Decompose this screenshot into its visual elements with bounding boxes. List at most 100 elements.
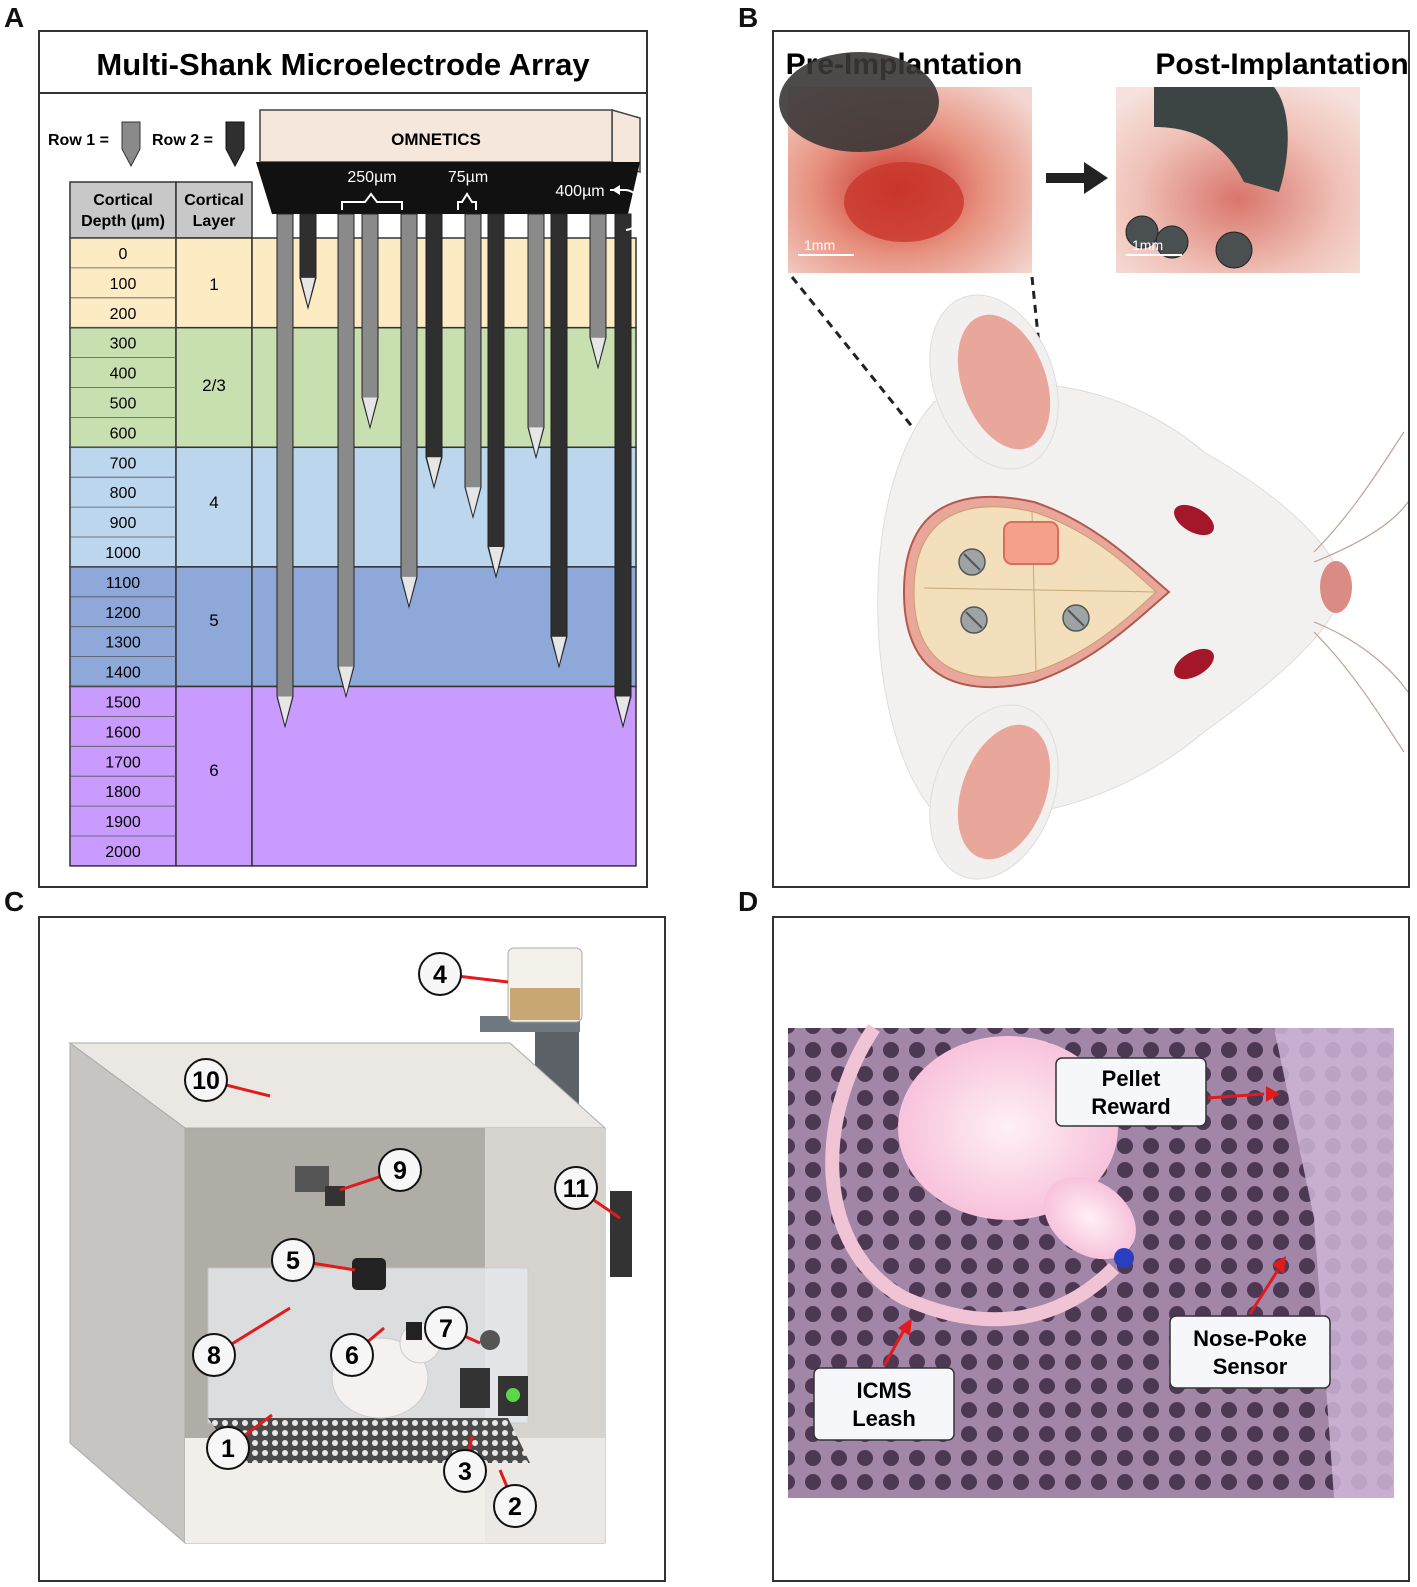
rat-head-diagram: Pre-Implantation Post-Implantation 1mm 1… bbox=[779, 48, 1409, 880]
row2-legend-label: Row 2 = bbox=[152, 132, 213, 149]
callout-number: 4 bbox=[433, 961, 447, 989]
callout-number: 3 bbox=[458, 1458, 472, 1486]
callout-number: 5 bbox=[286, 1247, 300, 1275]
callout-number: 6 bbox=[345, 1342, 359, 1370]
shank-row1 bbox=[527, 213, 545, 460]
layer-band bbox=[175, 446, 253, 568]
shank-tip bbox=[489, 547, 503, 575]
pre-implantation-photo: 1mm bbox=[779, 52, 1032, 273]
depth-cell: 1100 bbox=[106, 575, 141, 592]
transition-arrow bbox=[1046, 162, 1108, 194]
callout-number: 11 bbox=[563, 1175, 590, 1203]
depth-cell: 1700 bbox=[105, 754, 141, 771]
callout-circle bbox=[192, 1333, 236, 1377]
dim-75-label: 75µm bbox=[448, 169, 488, 186]
callout-circle bbox=[184, 1058, 228, 1102]
label-pellet-reward: Pellet Reward bbox=[1055, 1057, 1280, 1127]
shank-row2 bbox=[550, 213, 568, 669]
layer-band bbox=[251, 685, 637, 867]
shank-row1 bbox=[589, 213, 607, 370]
callout-number: 2 bbox=[508, 1493, 522, 1521]
layer-band bbox=[251, 237, 637, 329]
layer-label-4: 4 bbox=[209, 493, 218, 512]
layer-band bbox=[251, 446, 637, 568]
shank-tip bbox=[466, 487, 480, 516]
shank-tip bbox=[616, 696, 630, 725]
depth-cell: 1900 bbox=[105, 814, 141, 831]
nose-label-line1: Nose-Poke bbox=[1193, 1326, 1307, 1351]
depth-cell: 1800 bbox=[105, 784, 141, 801]
row1-legend-label: Row 1 = bbox=[48, 132, 109, 149]
callout-circle bbox=[418, 952, 462, 996]
layer-label-1: 1 bbox=[209, 275, 218, 294]
depth-cell: 300 bbox=[110, 336, 137, 353]
rat-head-illustration bbox=[877, 294, 1409, 880]
callout-number: 1 bbox=[221, 1435, 235, 1463]
post-implantation-title: Post-Implantation bbox=[1155, 48, 1408, 81]
callout-circle bbox=[493, 1484, 537, 1528]
depth-cell: 200 bbox=[110, 306, 137, 323]
shank-tip bbox=[552, 636, 566, 665]
depth-cell: 2000 bbox=[105, 844, 141, 861]
callout-number: 7 bbox=[439, 1315, 453, 1343]
layer-header-line2: Layer bbox=[193, 213, 236, 230]
zoom-line-left bbox=[790, 276, 981, 511]
shank-tip bbox=[402, 576, 416, 605]
shank-tip bbox=[278, 696, 292, 725]
callout-circle bbox=[443, 1449, 487, 1493]
panel-letter-b: B bbox=[738, 2, 759, 33]
shank-row1 bbox=[361, 213, 379, 430]
pellet-label-line1: Pellet bbox=[1102, 1066, 1161, 1091]
depth-cell: 1400 bbox=[105, 665, 141, 682]
depth-cell: 700 bbox=[110, 455, 137, 472]
layer-bands bbox=[69, 237, 637, 867]
panel-d-behavior-photo: Pellet Reward Nose-Poke Sensor ICMS Leas… bbox=[772, 916, 1410, 1582]
depth-cell: 1200 bbox=[105, 605, 141, 622]
shank-row1 bbox=[337, 213, 355, 699]
callout-circle bbox=[378, 1148, 422, 1192]
callout-number: 10 bbox=[192, 1067, 220, 1095]
electrode-shanks bbox=[276, 213, 632, 729]
shank-row2 bbox=[425, 213, 443, 490]
label-icms-leash: ICMS Leash bbox=[813, 1318, 955, 1441]
callout-circle bbox=[330, 1333, 374, 1377]
behavior-photo: Pellet Reward Nose-Poke Sensor ICMS Leas… bbox=[788, 1024, 1394, 1498]
depth-cells: 0100200300400500600700800900100011001200… bbox=[70, 237, 176, 861]
callout-circle bbox=[554, 1166, 598, 1210]
pre-scale-label: 1mm bbox=[804, 237, 835, 253]
depth-cell: 1000 bbox=[105, 545, 141, 562]
shank-tip bbox=[427, 457, 441, 486]
chamber-wall bbox=[1274, 1028, 1394, 1498]
layer-header-line1: Cortical bbox=[184, 192, 244, 209]
shank-row1 bbox=[464, 213, 482, 520]
layer-band bbox=[251, 326, 637, 449]
shank-tip bbox=[301, 277, 315, 306]
dim-400-label: 400µm bbox=[555, 183, 604, 200]
shank-tip bbox=[339, 666, 353, 695]
dimension-annotations bbox=[341, 189, 642, 231]
omnetics-label: OMNETICS bbox=[391, 130, 481, 149]
post-scale-label: 1mm bbox=[1132, 237, 1163, 253]
callout-circle bbox=[206, 1426, 250, 1470]
panel-letter-d: D bbox=[738, 886, 759, 917]
shank-row1 bbox=[400, 213, 418, 609]
shank-tip bbox=[591, 337, 605, 366]
row2-shank-icon bbox=[225, 121, 245, 168]
depth-cell: 1500 bbox=[105, 694, 141, 711]
depth-cell: 500 bbox=[110, 395, 137, 412]
depth-cell: 400 bbox=[110, 366, 137, 383]
callout-circle bbox=[271, 1238, 315, 1282]
icms-label-line2: Leash bbox=[852, 1406, 916, 1431]
label-nose-poke-sensor: Nose-Poke Sensor bbox=[1169, 1256, 1331, 1389]
shank-row1 bbox=[276, 213, 294, 729]
shank-tip bbox=[529, 427, 543, 456]
panel-b-implantation: Pre-Implantation Post-Implantation 1mm 1… bbox=[772, 30, 1410, 888]
panel-a-electrode-array: Multi-Shank Microelectrode Array Row 1 =… bbox=[38, 30, 648, 888]
layer-labels: 1 2/3 4 5 6 bbox=[202, 275, 226, 780]
depth-cell: 0 bbox=[119, 246, 128, 263]
icms-leash bbox=[825, 1024, 1119, 1327]
depth-cell: 1300 bbox=[105, 635, 141, 652]
